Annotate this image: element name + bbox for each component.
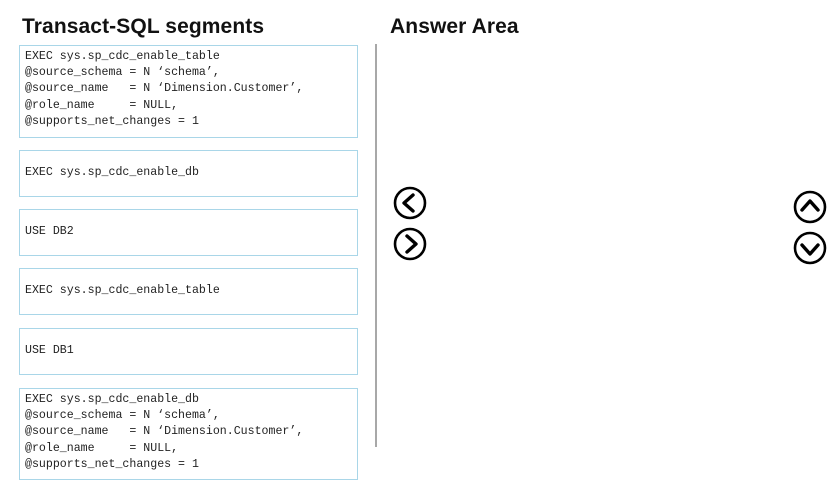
answer-area[interactable]	[440, 44, 780, 447]
chevron-right-circle-icon	[393, 227, 427, 261]
chevron-up-circle-icon	[793, 190, 827, 224]
segment-code: USE DB2	[25, 225, 74, 239]
segment-code: USE DB1	[25, 344, 74, 358]
segment-item[interactable]: USE DB2	[19, 209, 358, 256]
segment-code: EXEC sys.sp_cdc_enable_db	[25, 166, 199, 180]
move-down-button[interactable]	[793, 231, 827, 265]
segment-item[interactable]: EXEC sys.sp_cdc_enable_table @source_sch…	[19, 45, 358, 138]
segment-code: EXEC sys.sp_cdc_enable_table	[25, 284, 220, 298]
answer-area-heading: Answer Area	[390, 15, 519, 38]
move-left-button[interactable]	[393, 186, 427, 220]
segments-heading: Transact-SQL segments	[22, 15, 265, 38]
move-right-button[interactable]	[393, 227, 427, 261]
panel-divider	[375, 44, 377, 447]
chevron-down-circle-icon	[793, 231, 827, 265]
segment-item[interactable]: EXEC sys.sp_cdc_enable_db @source_schema…	[19, 388, 358, 480]
segment-code: EXEC sys.sp_cdc_enable_db @source_schema…	[25, 393, 304, 471]
segment-item[interactable]: EXEC sys.sp_cdc_enable_table	[19, 268, 358, 315]
segment-item[interactable]: EXEC sys.sp_cdc_enable_db	[19, 150, 358, 197]
segment-item[interactable]: USE DB1	[19, 328, 358, 375]
segment-code: EXEC sys.sp_cdc_enable_table @source_sch…	[25, 50, 304, 128]
move-up-button[interactable]	[793, 190, 827, 224]
chevron-left-circle-icon	[393, 186, 427, 220]
